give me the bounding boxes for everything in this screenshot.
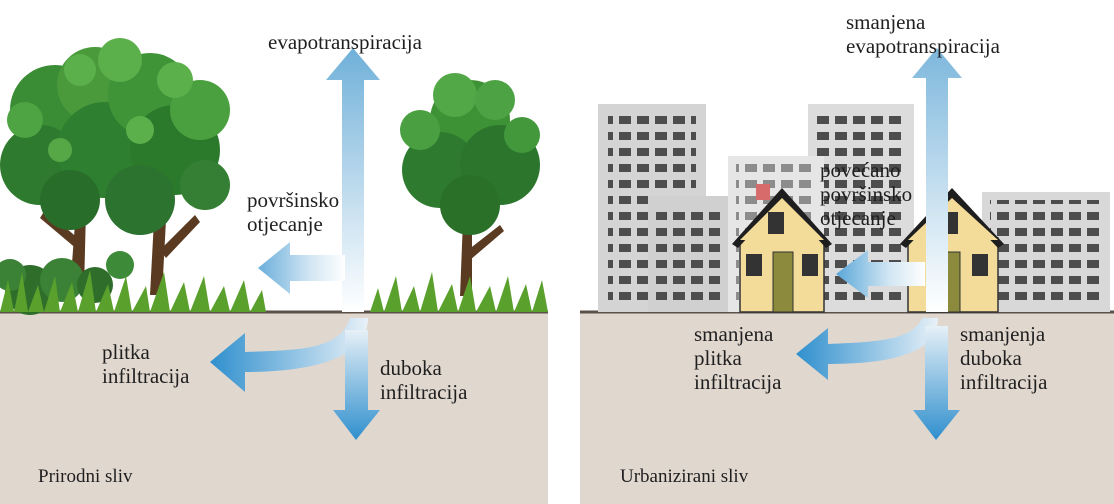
evapotranspiration-label: evapotranspiracija bbox=[268, 30, 422, 54]
urbanized-catchment-illustration bbox=[580, 48, 1114, 504]
evapotranspiration-label: smanjena evapotranspiracija bbox=[846, 10, 1000, 58]
shallow-infiltration-arrow bbox=[210, 318, 368, 392]
grass bbox=[0, 270, 548, 312]
shallow-infiltration-label: plitka infiltracija bbox=[102, 340, 190, 388]
evapotranspiration-arrow bbox=[326, 48, 380, 312]
natural-catchment-illustration bbox=[0, 38, 548, 504]
evapotranspiration-arrow bbox=[912, 48, 962, 312]
building-short-left bbox=[648, 196, 728, 312]
surface-runoff-label: površinsko otjecanje bbox=[247, 188, 340, 236]
panel-caption: Prirodni sliv bbox=[38, 466, 133, 487]
tree-right bbox=[400, 73, 540, 296]
urbanized-catchment-panel: smanjena evapotranspiracija povećano pov… bbox=[580, 0, 1114, 504]
deep-infiltration-arrow bbox=[913, 326, 960, 440]
surface-runoff-arrow bbox=[258, 242, 345, 294]
panel-caption: Urbanizirani sliv bbox=[620, 466, 749, 487]
deep-infiltration-label: smanjenja duboka infiltracija bbox=[960, 322, 1048, 394]
shallow-infiltration-label: smanjena plitka infiltracija bbox=[694, 322, 782, 394]
deep-infiltration-arrow bbox=[333, 330, 380, 440]
natural-catchment-panel: evapotranspiracija površinsko otjecanje … bbox=[0, 0, 548, 504]
surface-runoff-arrow bbox=[836, 250, 925, 298]
house-right bbox=[900, 188, 1004, 313]
building-right bbox=[982, 192, 1110, 312]
surface-runoff-label: povećano površinsko otjecanje bbox=[820, 158, 913, 230]
shallow-infiltration-arrow bbox=[796, 318, 938, 380]
deep-infiltration-label: duboka infiltracija bbox=[380, 356, 468, 404]
house-left bbox=[732, 188, 832, 313]
tree-cluster-left bbox=[0, 38, 230, 295]
ground bbox=[0, 312, 548, 504]
